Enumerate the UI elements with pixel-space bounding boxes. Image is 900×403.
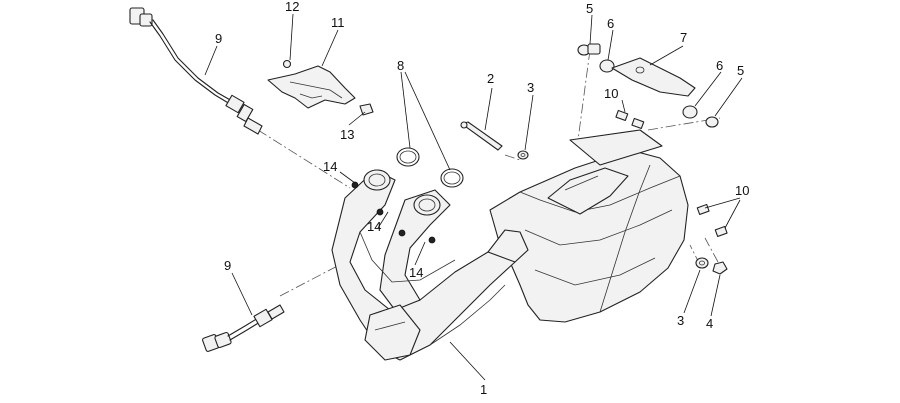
callout-8: 8 — [397, 58, 404, 73]
callout-14-middle: 14 — [367, 219, 381, 234]
callout-5-right: 5 — [737, 63, 744, 78]
callout-3-upper: 3 — [527, 80, 534, 95]
callout-6-right: 6 — [716, 58, 723, 73]
leader-lines — [204, 13, 743, 381]
callout-14-lower: 14 — [409, 265, 423, 280]
callout-1: 1 — [480, 382, 487, 397]
callout-4: 4 — [706, 316, 713, 331]
mounting-hardware — [577, 43, 719, 128]
callout-9-upper: 9 — [215, 31, 222, 46]
callout-11: 11 — [331, 15, 345, 30]
callout-10-upper: 10 — [604, 86, 618, 101]
alignment-lines — [257, 49, 721, 297]
callout-5-left: 5 — [586, 1, 593, 16]
gaskets — [396, 147, 464, 188]
rubber-dampers — [615, 109, 728, 238]
callout-3-lower: 3 — [677, 313, 684, 328]
lower-fasteners — [695, 257, 728, 275]
callout-2: 2 — [487, 71, 494, 86]
oxygen-sensor-lower — [202, 304, 285, 352]
callout-7: 7 — [680, 30, 687, 45]
callout-13: 13 — [340, 127, 354, 142]
oxygen-sensor-upper — [129, 7, 263, 135]
callout-14-upper: 14 — [323, 159, 337, 174]
callout-9-lower: 9 — [224, 258, 231, 273]
callout-labels: 1 2 3 3 4 5 5 6 6 7 8 9 9 10 10 11 12 13… — [215, 0, 749, 397]
callout-10-lower: 10 — [735, 183, 749, 198]
bolt-and-washer — [460, 121, 529, 160]
callout-12: 12 — [285, 0, 299, 14]
exhaust-system — [331, 129, 689, 361]
bracket-assembly — [267, 59, 374, 116]
callout-6-left: 6 — [607, 16, 614, 31]
